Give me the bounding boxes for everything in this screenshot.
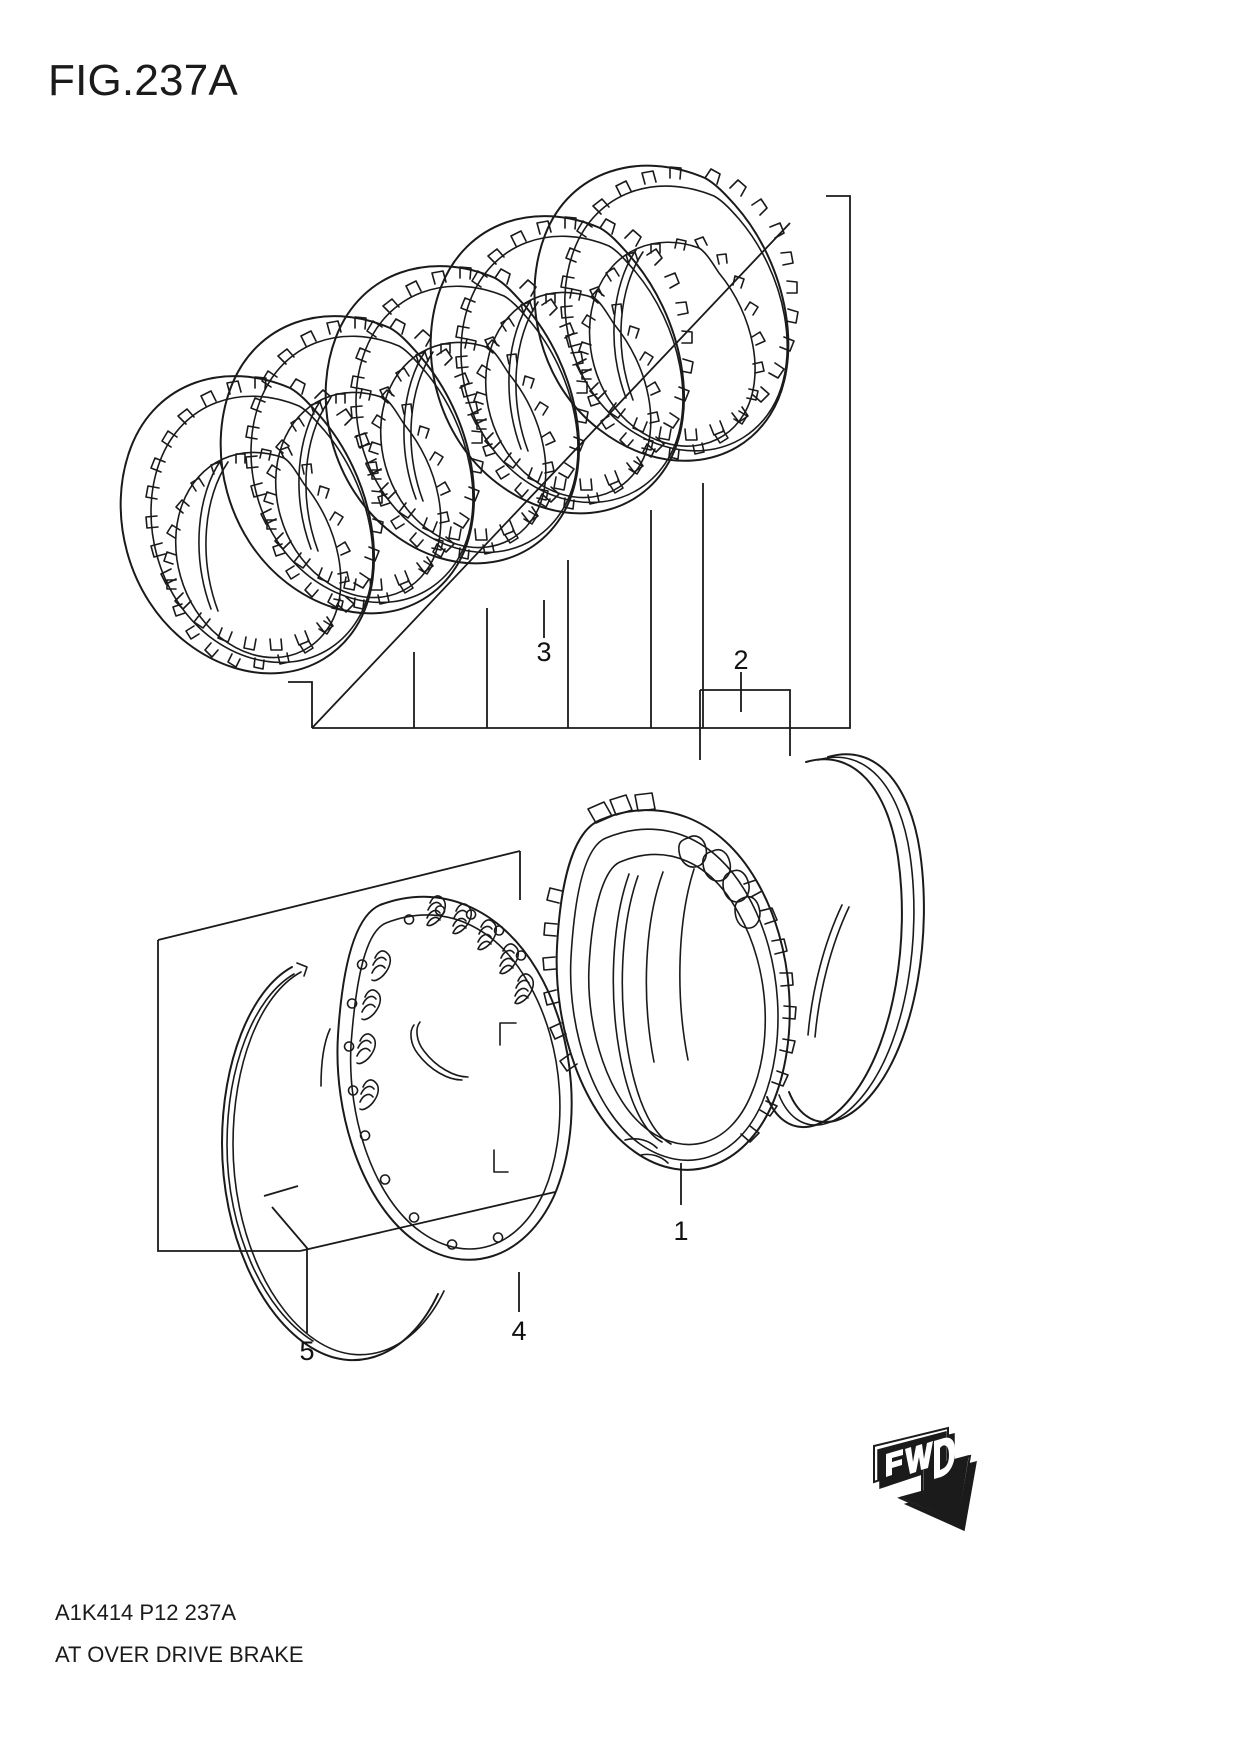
seal-ring-detail — [320, 1028, 331, 1087]
callout-number-5: 5 — [299, 1336, 314, 1366]
return-springs — [356, 895, 535, 1111]
footer: A1K414 P12 237A AT OVER DRIVE BRAKE — [55, 1592, 304, 1676]
page-title: FIG.237A — [48, 56, 238, 105]
fwd-direction-marker — [873, 1426, 977, 1532]
callout-number-3: 3 — [536, 637, 551, 667]
callout-3-bracket — [288, 195, 851, 729]
hub-ring-part-1 — [542, 792, 797, 1171]
fwd-text — [886, 1437, 956, 1479]
callout-2-leader-frame — [699, 689, 791, 760]
leader-line-5 — [271, 1206, 308, 1333]
footer-code: A1K414 P12 237A — [55, 1600, 237, 1625]
clutch-plate-stack-group — [119, 164, 799, 675]
clutch-plate-1 — [119, 375, 384, 675]
snap-ring-part-5 — [221, 962, 445, 1362]
callout-number-4: 4 — [511, 1316, 526, 1346]
drum-band-part-2 — [766, 753, 925, 1128]
clutch-plate-4 — [429, 215, 694, 515]
footer-caption: AT OVER DRIVE BRAKE — [55, 1642, 304, 1667]
callout-number-2: 2 — [733, 645, 748, 675]
callout-number-1: 1 — [673, 1216, 688, 1246]
lower-assembly-group — [221, 753, 925, 1362]
callout-numbers: 3 2 1 4 5 — [299, 637, 748, 1366]
lower-leader-frame — [157, 850, 556, 1252]
spring-retainer-part-4 — [336, 895, 573, 1261]
callout-leaders — [271, 600, 742, 1333]
